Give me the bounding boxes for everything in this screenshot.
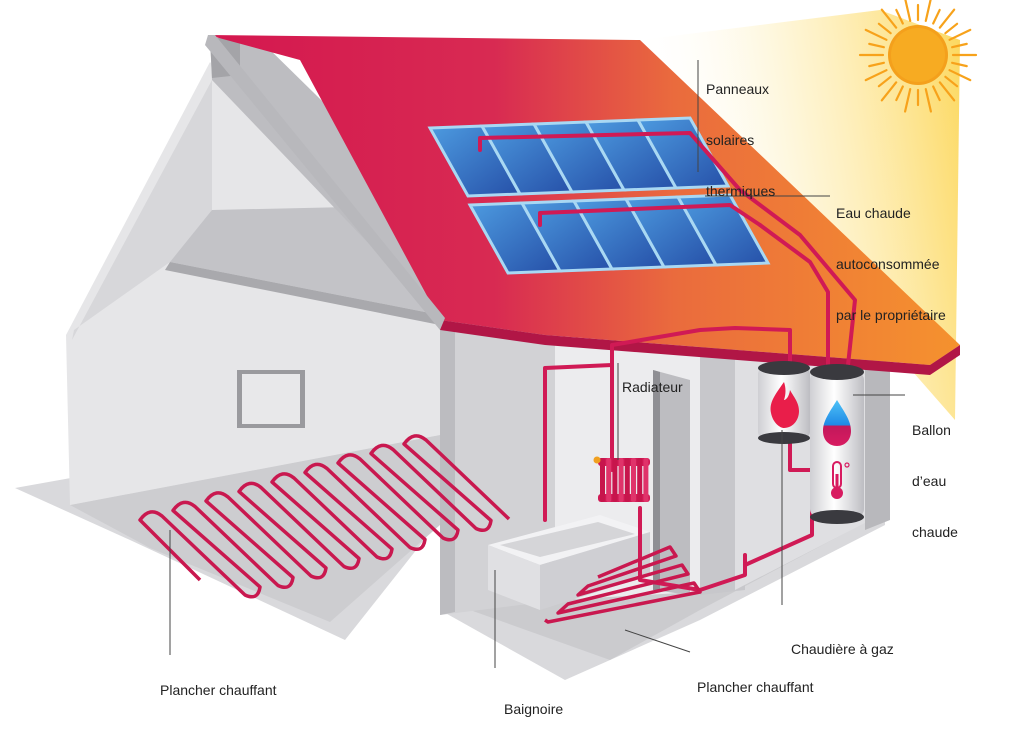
- ground-slab-left-top: [70, 435, 440, 622]
- underfloor-heating-right: [544, 545, 702, 624]
- label-line: Ballon: [912, 422, 951, 438]
- label-baignoire: Baignoire: [504, 667, 563, 735]
- label-line: par le propriétaire: [836, 307, 946, 323]
- label-line: Baignoire: [504, 701, 564, 717]
- label-line: Eau chaude: [836, 205, 911, 221]
- right-outer-wall: [865, 340, 890, 530]
- label-eau-chaude: Eau chaude autoconsommée par le propriét…: [836, 171, 946, 341]
- door: [653, 370, 690, 595]
- bathtub: [488, 515, 650, 610]
- radiator: [593, 456, 650, 502]
- label-radiateur: Radiateur: [622, 345, 683, 413]
- hot-water-tank: [810, 364, 864, 524]
- left-gable-inner: [72, 80, 212, 340]
- label-line: autoconsommée: [836, 256, 940, 272]
- label-line: Radiateur: [622, 379, 683, 395]
- roof-front-fascia: [205, 35, 445, 330]
- label-plancher-right: Plancher chauffant: [697, 645, 814, 713]
- label-line: Panneaux: [706, 81, 770, 97]
- label-panneaux-solaires: Panneaux solaires thermiques: [706, 47, 775, 217]
- label-ballon: Ballon d’eau chaude: [912, 388, 958, 558]
- callout-lines: [169, 60, 905, 668]
- water-drop-icon: [823, 400, 851, 446]
- door-edge: [653, 370, 660, 590]
- label-chaudiere: Chaudière à gaz: [791, 607, 894, 675]
- window-pane: [242, 374, 300, 424]
- solar-panels: [427, 116, 771, 275]
- label-line: Plancher chauffant: [160, 682, 277, 698]
- thermometer-icon: [831, 461, 850, 499]
- gas-boiler: [758, 361, 810, 444]
- label-line: solaires: [706, 132, 755, 148]
- label-line: thermiques: [706, 183, 776, 199]
- label-line: Chaudière à gaz: [791, 641, 894, 657]
- ground-slab-right-top: [470, 500, 885, 660]
- sun-icon: [858, 0, 978, 113]
- flame-icon: [770, 382, 799, 428]
- label-line: chaude: [912, 524, 958, 540]
- bathroom-side-wall: [700, 290, 745, 595]
- attic-floor-edge: [165, 262, 440, 325]
- label-plancher-left: Plancher chauffant: [160, 648, 277, 716]
- label-line: d’eau: [912, 473, 947, 489]
- label-line: Plancher chauffant: [697, 679, 814, 695]
- underfloor-heating-left: [138, 434, 511, 599]
